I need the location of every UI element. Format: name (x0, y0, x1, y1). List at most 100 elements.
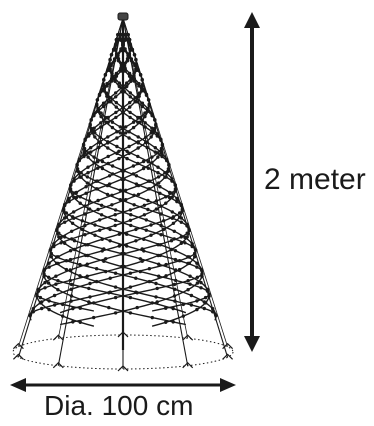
light-bulb (86, 151, 90, 155)
light-bulb (69, 299, 73, 303)
light-bulb (200, 272, 204, 276)
light-bulb (85, 181, 90, 185)
light-bulb (157, 262, 161, 266)
light-bulb (98, 218, 102, 222)
light-bulb (146, 160, 150, 164)
light-bulb (146, 179, 151, 183)
light-bulb (134, 276, 138, 280)
light-bulb (106, 154, 110, 159)
light-bulb (115, 130, 119, 134)
light-bulb (108, 227, 112, 232)
light-bulb (61, 302, 65, 307)
light-bulb (128, 42, 132, 46)
light-bulb (185, 224, 189, 228)
light-bulb (62, 220, 67, 224)
light-bulb (96, 207, 100, 212)
light-bulb (114, 115, 118, 120)
light-bulb (122, 61, 127, 66)
light-bulb (107, 305, 111, 310)
light-bulb (127, 136, 131, 140)
light-bulb (43, 286, 47, 290)
light-bulb (169, 247, 174, 252)
light-bulb (113, 285, 118, 289)
light-bulb (122, 177, 126, 181)
light-bulb (171, 306, 175, 311)
light-bulb (175, 199, 179, 204)
light-bulb (179, 220, 183, 224)
light-bulb (62, 209, 66, 213)
light-bulb (68, 249, 73, 253)
light-bulb (109, 100, 113, 104)
light-bulb (127, 144, 131, 149)
light-bulb (89, 118, 93, 122)
light-bulb (159, 223, 163, 228)
light-bulb (72, 177, 76, 181)
light-bulb (125, 149, 129, 153)
light-bulb (98, 135, 103, 139)
light-bulb (134, 239, 138, 243)
light-bulb (97, 92, 102, 97)
light-bulb (100, 249, 104, 253)
light-bulb (69, 287, 73, 291)
light-bulb (89, 146, 93, 150)
light-bulb (114, 91, 118, 95)
light-bulb (59, 241, 63, 245)
light-bulb (57, 222, 61, 226)
light-bulb (158, 253, 163, 258)
light-bulb (144, 218, 148, 222)
light-bulb (46, 275, 51, 279)
topper-cap (117, 12, 129, 21)
light-bulb (142, 203, 147, 207)
light-bulb (173, 257, 178, 262)
light-bulb (134, 63, 139, 67)
light-bulb (71, 320, 75, 324)
light-bulb (135, 305, 139, 310)
light-bulb (83, 138, 87, 142)
light-bulb (72, 239, 77, 243)
diameter-label: Dia. 100 cm (44, 390, 194, 421)
light-bulb (171, 221, 176, 225)
light-bulb (56, 261, 60, 266)
light-bulb (158, 185, 162, 189)
light-bulb (137, 84, 141, 88)
light-bulb (171, 320, 175, 324)
light-bulb (87, 300, 91, 304)
light-bulb (68, 278, 73, 283)
light-bulb (117, 244, 122, 248)
light-bulb (146, 106, 150, 111)
light-bulb (95, 103, 99, 108)
light-bulb (100, 159, 105, 164)
light-bulb (56, 288, 60, 292)
light-bulb (114, 42, 118, 46)
light-bulb (146, 98, 151, 102)
light-bulb (146, 207, 150, 212)
light-bulb (70, 215, 75, 219)
light-bulb (81, 142, 86, 147)
light-bulb (40, 306, 44, 311)
light-string (49, 34, 217, 321)
light-bulb (154, 199, 159, 203)
light-bulb (125, 156, 129, 161)
light-bulb (143, 114, 147, 119)
light-bulb (64, 259, 69, 263)
light-bulb (167, 190, 172, 195)
light-bulb (156, 151, 160, 155)
light-bulb (146, 198, 150, 203)
light-bulb (52, 293, 57, 298)
light-bulb (144, 228, 148, 232)
light-bulb (205, 289, 210, 293)
light-bulb (68, 257, 73, 262)
light-string (36, 34, 190, 312)
light-bulb (86, 171, 90, 175)
light-bulb (42, 272, 46, 276)
light-bulb (62, 202, 67, 207)
light-bulb (188, 282, 192, 286)
light-bulb (49, 251, 53, 256)
light-bulb (79, 175, 83, 179)
light-bulb (144, 93, 149, 98)
ground-stake (52, 334, 64, 341)
light-bulb (123, 69, 127, 73)
light-bulb (113, 218, 118, 222)
light-bulb (122, 252, 127, 256)
